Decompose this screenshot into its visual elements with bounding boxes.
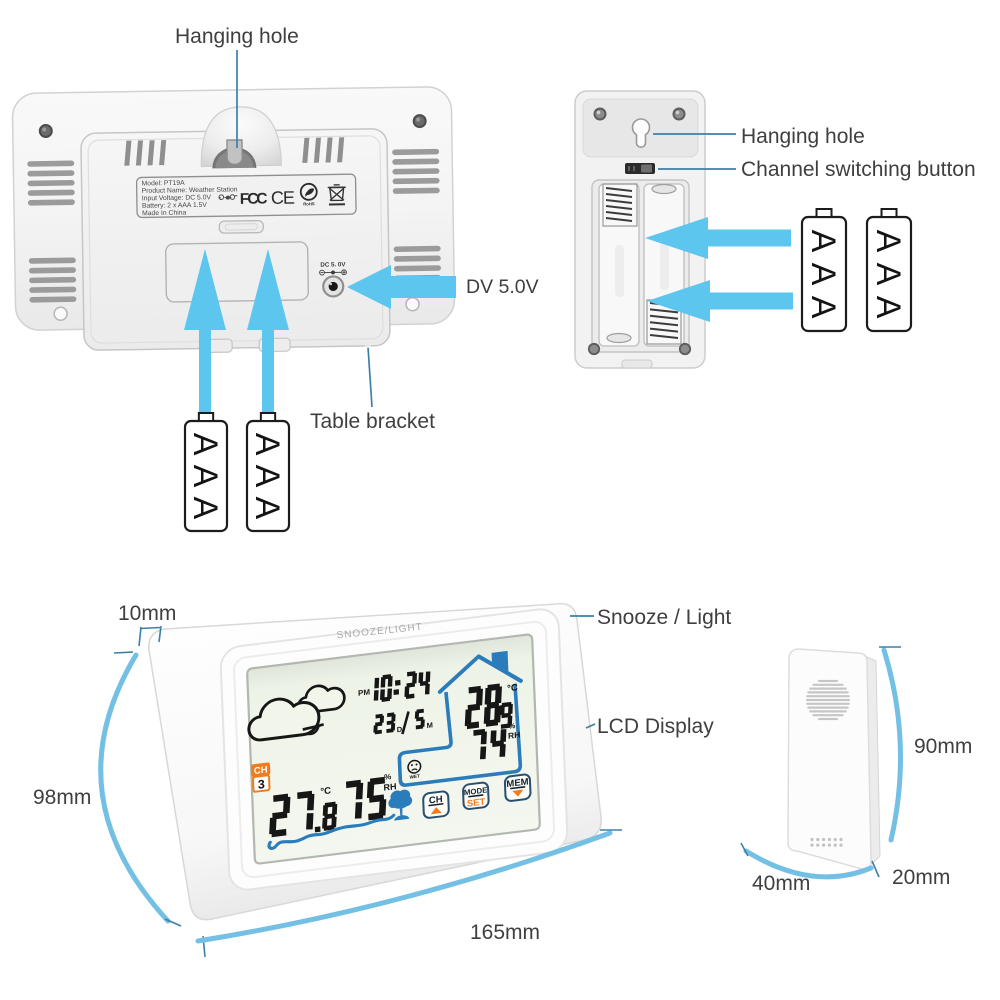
svg-text:DV 5.0V: DV 5.0V <box>466 276 539 298</box>
svg-text:A: A <box>869 296 907 319</box>
svg-text:20mm: 20mm <box>892 866 950 889</box>
svg-text:C: C <box>256 190 267 207</box>
svg-text:DC 5. 0V: DC 5. 0V <box>320 261 346 268</box>
svg-text:Channel switching button: Channel switching button <box>741 158 976 181</box>
svg-text:C: C <box>247 191 258 208</box>
svg-text:Hanging hole: Hanging hole <box>741 125 865 148</box>
svg-text:C: C <box>271 188 284 208</box>
svg-text:RH: RH <box>508 729 521 740</box>
svg-text:CH: CH <box>429 794 443 807</box>
svg-text:Hanging hole: Hanging hole <box>175 25 299 48</box>
svg-text:Snooze / Light: Snooze / Light <box>597 606 731 629</box>
svg-text:98mm: 98mm <box>33 786 91 809</box>
svg-text:Model: PT19A: Model: PT19A <box>142 180 186 188</box>
svg-text:%: % <box>384 772 391 782</box>
svg-text:A: A <box>869 230 907 253</box>
svg-text:40mm: 40mm <box>752 872 810 895</box>
svg-text:RoHS: RoHS <box>303 201 315 206</box>
svg-text:165mm: 165mm <box>470 921 540 944</box>
svg-text:WET: WET <box>410 773 421 779</box>
svg-text:A: A <box>248 433 286 456</box>
svg-text:Battery: 2 x AAA 1.5V: Battery: 2 x AAA 1.5V <box>142 202 208 210</box>
svg-text:A: A <box>804 230 842 253</box>
svg-text:LCD Display: LCD Display <box>597 715 714 738</box>
svg-text:A: A <box>186 497 224 520</box>
svg-text:Product Name: Weather Station: Product Name: Weather Station <box>142 186 238 195</box>
svg-text:Made In China: Made In China <box>142 210 187 218</box>
svg-text:D: D <box>397 725 403 735</box>
svg-text:10mm: 10mm <box>118 602 176 625</box>
svg-text:E: E <box>283 188 295 208</box>
svg-text:MODE: MODE <box>464 786 488 798</box>
svg-text:3: 3 <box>258 777 266 792</box>
svg-text:CH: CH <box>254 764 268 777</box>
svg-text:%: % <box>508 721 515 731</box>
svg-text:A: A <box>186 465 224 488</box>
svg-text:A: A <box>248 465 286 488</box>
svg-text:SET: SET <box>467 797 486 810</box>
svg-text:90mm: 90mm <box>914 735 972 758</box>
svg-text:°C: °C <box>320 785 331 797</box>
svg-text:PM: PM <box>358 688 371 698</box>
svg-text:A: A <box>804 296 842 319</box>
svg-text:RH: RH <box>383 781 396 792</box>
svg-text:°C: °C <box>507 682 518 694</box>
svg-text:M: M <box>427 720 434 730</box>
svg-text:A: A <box>804 263 842 286</box>
svg-text:F: F <box>240 191 250 208</box>
svg-text:A: A <box>248 497 286 520</box>
svg-text:Table bracket: Table bracket <box>310 410 435 433</box>
svg-text:A: A <box>186 433 224 456</box>
svg-text:Input Voltage: DC 5.0V: Input Voltage: DC 5.0V <box>142 194 212 202</box>
svg-text:A: A <box>869 263 907 286</box>
